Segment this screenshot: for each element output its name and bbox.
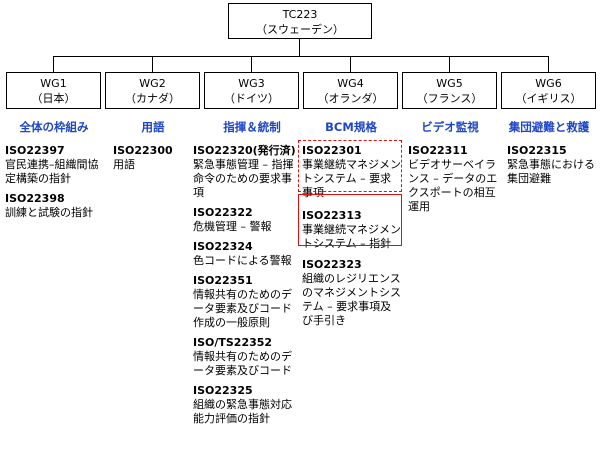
root-code: TC223 (282, 8, 318, 21)
wg-node-wg1: WG1 （日本） (6, 72, 101, 109)
standard-code: ISO/TS22352 (193, 336, 273, 349)
standard-title: 色コードによる警報 (193, 254, 292, 267)
standard-code: ISO22320(発行済) (193, 144, 296, 157)
standards-list-wg1: ISO22397 官民連携–組織間協定構築の指針 ISO22398 訓練と試験の… (5, 144, 105, 226)
standard-item: ISO22301 事業継続マネジメントシステム – 要求事項 (302, 144, 402, 200)
standard-title: 組織の緊急事態対応能力評価の指針 (193, 398, 292, 425)
standard-item: ISO22313 事業継続マネジメントシステム – 指針 (302, 209, 402, 251)
connector-wg2 (152, 56, 153, 72)
heading-wg2: 用語 (141, 120, 165, 134)
standard-item: ISO22323 組織のレジリエンスのマネジメントシステム – 要求事項及び手引… (302, 258, 402, 328)
standard-code: ISO22313 (302, 209, 362, 222)
standards-list-wg6: ISO22315 緊急事態における集団避難 (507, 144, 599, 192)
heading-wg6: 集団避難と救護 (508, 120, 590, 134)
wg-node-wg4: WG4 （オランダ） (303, 72, 398, 109)
wg-node-wg6: WG6 （イギリス） (501, 72, 596, 109)
connector-root-stem (299, 39, 300, 56)
connector-horizontal (53, 56, 549, 57)
standard-item: ISO22322 危機管理 – 警報 (193, 206, 297, 234)
heading-wg1: 全体の枠組み (19, 120, 89, 134)
wg-country: （ドイツ） (224, 92, 279, 105)
heading-wg3: 指揮＆統制 (223, 120, 281, 134)
standard-item: ISO22351 情報共有のためのデータ要素及びコード作成の一般原則 (193, 274, 297, 330)
root-country: （スウェーデン） (256, 23, 344, 36)
standards-list-wg2: ISO22300 用語 (113, 144, 193, 178)
standard-title: 危機管理 – 警報 (193, 220, 272, 233)
wg-country: （カナダ） (125, 92, 180, 105)
wg-code: WG5 (436, 77, 463, 90)
standard-code: ISO22351 (193, 274, 253, 287)
standard-item: ISO22311 ビデオサーベイランス – データのエクスポートの相互運用 (408, 144, 500, 214)
connector-wg1 (53, 56, 54, 72)
standard-title: 緊急事態における集団避難 (507, 158, 595, 185)
standard-item: ISO22397 官民連携–組織間協定構築の指針 (5, 144, 105, 186)
standard-code: ISO22311 (408, 144, 468, 157)
wg-code: WG2 (139, 77, 166, 90)
heading-wg4: BCM規格 (325, 120, 377, 134)
standards-list-wg5: ISO22311 ビデオサーベイランス – データのエクスポートの相互運用 (408, 144, 500, 220)
wg-code: WG3 (238, 77, 265, 90)
standard-title: ビデオサーベイランス – データのエクスポートの相互運用 (408, 158, 498, 213)
standard-code: ISO22315 (507, 144, 567, 157)
wg-node-wg2: WG2 （カナダ） (105, 72, 200, 109)
standard-title: 情報共有のためのデータ要素及びコード作成の一般原則 (193, 288, 292, 329)
wg-code: WG6 (535, 77, 562, 90)
wg-country: （日本） (31, 92, 76, 105)
standard-item: ISO22325 組織の緊急事態対応能力評価の指針 (193, 384, 297, 426)
standard-code: ISO22323 (302, 258, 362, 271)
standard-item: ISO22300 用語 (113, 144, 193, 172)
standard-code: ISO22324 (193, 240, 253, 253)
standard-item: ISO22324 色コードによる警報 (193, 240, 297, 268)
standard-item: ISO22320(発行済) 緊急事態管理 – 指揮命令のための要求事項 (193, 144, 297, 200)
standard-code: ISO22398 (5, 192, 65, 205)
wg-node-wg5: WG5 （フランス） (402, 72, 497, 109)
highlight-frame-iso22313 (298, 194, 402, 246)
standard-title: 用語 (113, 158, 135, 171)
standards-list-wg4: ISO22301 事業継続マネジメントシステム – 要求事項 ISO22313 … (302, 144, 402, 334)
wg-code: WG1 (40, 77, 67, 90)
wg-node-wg3: WG3 （ドイツ） (204, 72, 299, 109)
wg-code: WG4 (337, 77, 364, 90)
standard-title: 官民連携–組織間協定構築の指針 (5, 158, 99, 185)
heading-wg5: ビデオ監視 (421, 120, 479, 134)
standard-title: 訓練と試験の指針 (5, 206, 93, 219)
standards-list-wg3: ISO22320(発行済) 緊急事態管理 – 指揮命令のための要求事項 ISO2… (193, 144, 297, 432)
standard-code: ISO22300 (113, 144, 173, 157)
standard-code: ISO22322 (193, 206, 253, 219)
wg-country: （フランス） (416, 92, 483, 105)
connector-wg6 (548, 56, 549, 72)
standard-title: 事業継続マネジメントシステム – 要求事項 (302, 158, 401, 199)
wg-country: （イギリス） (515, 92, 582, 105)
standard-title: 情報共有のためのデータ要素及びコード (193, 350, 292, 377)
connector-wg4 (350, 56, 351, 72)
standard-title: 組織のレジリエンスのマネジメントシステム – 要求事項及び手引き (302, 272, 401, 327)
standard-item: ISO/TS22352 情報共有のためのデータ要素及びコード (193, 336, 297, 378)
wg-country: （オランダ） (317, 92, 384, 105)
connector-wg5 (449, 56, 450, 72)
highlight-frame-iso22301 (298, 140, 402, 192)
standard-item: ISO22315 緊急事態における集団避難 (507, 144, 599, 186)
standard-code: ISO22301 (302, 144, 362, 157)
connector-wg3 (251, 56, 252, 72)
standard-title: 事業継続マネジメントシステム – 指針 (302, 223, 401, 250)
standard-code: ISO22397 (5, 144, 65, 157)
standard-title: 緊急事態管理 – 指揮命令のための要求事項 (193, 158, 294, 199)
standard-item: ISO22398 訓練と試験の指針 (5, 192, 105, 220)
standard-code: ISO22325 (193, 384, 253, 397)
root-node-tc223: TC223 （スウェーデン） (228, 3, 372, 39)
